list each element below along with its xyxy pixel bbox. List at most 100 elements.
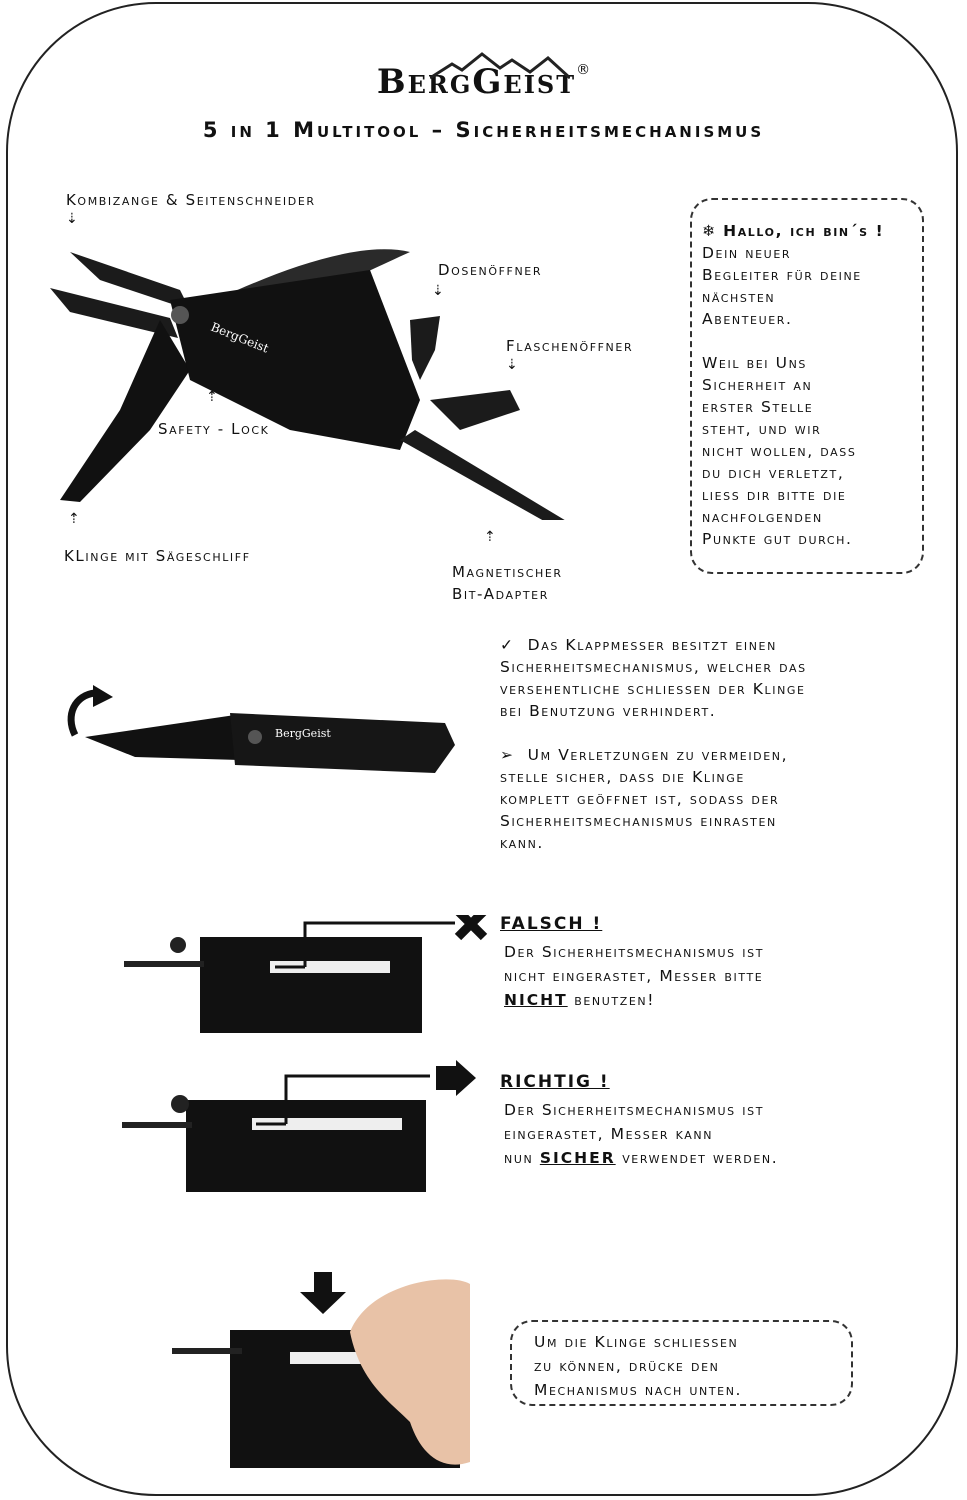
bottle-opener-shape <box>430 390 520 430</box>
pliers-shape <box>50 252 190 338</box>
info-line: Sicherheitsmechanismus einrasten <box>500 812 777 830</box>
rounded-frame <box>6 2 958 1496</box>
emphasis-nicht: NICHT <box>504 991 568 1009</box>
pivot <box>171 1095 189 1113</box>
label-bit-adapter-line1: Magnetischer <box>452 563 563 581</box>
info-line: bei Benutzung verhindert. <box>500 702 717 720</box>
pointer-line <box>284 1074 430 1124</box>
close-text: Um die Klinge schliessen zu können, drüc… <box>534 1330 742 1402</box>
close-line: zu können, drücke den <box>534 1357 720 1375</box>
finger-shape <box>350 1279 470 1465</box>
wrong-title: FALSCH ! <box>500 914 603 934</box>
welcome-line: Begleiter für deine <box>702 266 862 284</box>
pointer-line <box>303 921 455 967</box>
blade-edge <box>122 1122 192 1128</box>
wrong-line: NICHT benutzen! <box>504 991 656 1009</box>
info-line: ✓ Das Klappmesser besitzt einen <box>500 636 777 654</box>
close-instructions-box: Um die Klinge schliessen zu können, drüc… <box>510 1320 853 1406</box>
welcome-line: Weil bei Uns <box>702 354 807 372</box>
rotate-arrow-head <box>93 685 113 707</box>
welcome-text: ❄ Hallo, ich bin´s ! Dein neuer Begleite… <box>702 220 884 550</box>
wrong-line: Der Sicherheitsmechanismus ist <box>504 943 765 961</box>
pivot <box>170 937 186 953</box>
welcome-line: Dein neuer <box>702 244 792 262</box>
blade-edge <box>124 961 204 967</box>
label-safety-lock: Safety - Lock <box>158 420 270 438</box>
handle-shape <box>170 270 420 450</box>
page-title: 5 in 1 Multitool – Sicherheitsmechanismu… <box>202 118 765 142</box>
info-line: ➢ Um Verletzungen zu vermeiden, <box>500 746 789 764</box>
info-paragraph-1: ✓ Das Klappmesser besitzt einen Sicherhe… <box>500 634 930 722</box>
right-description: Der Sicherheitsmechanismus ist eingerast… <box>504 1098 934 1170</box>
label-blade: KLinge mit Sägeschliff <box>64 547 251 565</box>
welcome-line: steht, und wir <box>702 420 822 438</box>
arrow-down-icon: ⇣ <box>432 283 444 299</box>
spacer <box>702 330 884 352</box>
cross-icon <box>454 915 488 941</box>
lock-wrong-illustration <box>124 915 488 1033</box>
brand-name: BergGeist <box>376 62 577 102</box>
welcome-line: ❄ Hallo, ich bin´s ! <box>702 222 885 240</box>
knife-logo: BergGeist <box>275 727 331 740</box>
welcome-line: nicht wollen, dass <box>702 442 857 460</box>
welcome-line: Sicherheit an <box>702 376 813 394</box>
emphasis-sicher: SICHER <box>539 1149 616 1167</box>
press-mechanism-illustration <box>172 1272 470 1468</box>
close-line: Um die Klinge schliessen <box>534 1333 739 1351</box>
welcome-line: Punkte gut durch. <box>702 530 853 548</box>
multitool-diagram: BergGeist <box>50 249 565 520</box>
label-can-opener: Dosenöffner <box>438 261 543 279</box>
rotate-arrow-icon <box>67 689 96 737</box>
folding-knife-illustration: BergGeist <box>67 685 455 773</box>
info-line: stelle sicher, dass die Klinge <box>500 768 745 786</box>
arrow-down-icon <box>300 1272 346 1314</box>
welcome-line: Abenteuer. <box>702 310 793 328</box>
knife-handle <box>230 713 455 773</box>
arrow-up-icon: ⇡ <box>484 529 496 545</box>
welcome-line: nächsten <box>702 288 776 306</box>
close-line: Mechanismus nach unten. <box>534 1381 743 1399</box>
snowflake-icon: ❄ <box>702 222 724 240</box>
right-title: RICHTIG ! <box>500 1072 610 1092</box>
arrow-right-icon <box>436 1060 476 1096</box>
check-icon: ✓ <box>500 636 515 654</box>
arrow-up-icon: ⇡ <box>206 389 218 405</box>
label-pliers: Kombizange & Seitenschneider <box>66 191 316 209</box>
welcome-box: ❄ Hallo, ich bin´s ! Dein neuer Begleite… <box>690 198 924 574</box>
welcome-line: erster Stelle <box>702 398 814 416</box>
can-opener-shape <box>410 316 440 380</box>
serrated-blade-shape <box>60 320 190 502</box>
bit-adapter-shape <box>400 430 565 520</box>
handle-closeup <box>200 937 422 1033</box>
wrong-description: Der Sicherheitsmechanismus ist nicht ein… <box>504 940 934 1012</box>
pivot-screw <box>171 306 189 324</box>
arrow-down-icon: ⇣ <box>66 211 78 227</box>
info-line: Sicherheitsmechanismus, welcher das <box>500 658 807 676</box>
welcome-line: du dich verletzt, <box>702 464 845 482</box>
knife-blade <box>85 715 240 760</box>
bullet-arrow-icon: ➢ <box>500 746 515 764</box>
right-line: nun SICHER verwendet werden. <box>504 1149 779 1167</box>
lock-right-illustration <box>122 1060 476 1192</box>
mountain-icon <box>430 52 570 80</box>
knife-pivot <box>248 730 262 744</box>
lock-gap <box>270 961 390 973</box>
lock-gap <box>252 1118 402 1130</box>
handle-closeup <box>186 1100 426 1192</box>
welcome-line: nachfolgenden <box>702 508 823 526</box>
info-paragraph-2: ➢ Um Verletzungen zu vermeiden, stelle s… <box>500 744 930 854</box>
welcome-line: liess dir bitte die <box>702 486 847 504</box>
info-line: komplett geöffnet ist, sodass der <box>500 790 780 808</box>
info-line: kann. <box>500 834 544 852</box>
info-line: versehentliche schliessen der Klinge <box>500 680 806 698</box>
label-bottle-opener: Flaschenöffner <box>506 337 634 355</box>
label-bit-adapter-line2: Bit-Adapter <box>452 585 549 603</box>
blade-edge <box>172 1348 242 1354</box>
registered-mark: ® <box>576 62 591 78</box>
right-line: eingerastet, Messer kann <box>504 1125 714 1143</box>
arrow-up-icon: ⇡ <box>68 511 80 527</box>
right-line: Der Sicherheitsmechanismus ist <box>504 1101 765 1119</box>
wrong-line: nicht eingerastet, Messer bitte <box>504 967 764 985</box>
brand-logo: BergGeist® <box>0 52 967 102</box>
arrow-down-icon: ⇣ <box>506 357 518 373</box>
